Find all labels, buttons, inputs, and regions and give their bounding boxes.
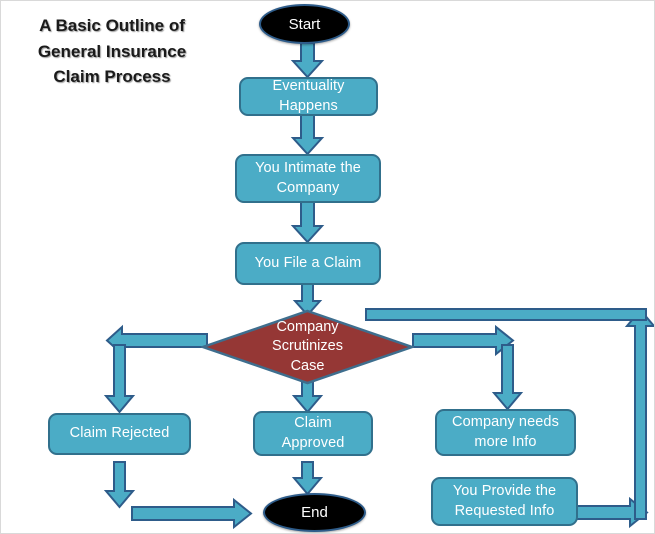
connector-scrutinize-to-rejected-horizontal <box>105 324 208 357</box>
connector-rejected-down <box>103 461 136 509</box>
title-line-1: A Basic Outline of <box>39 16 185 35</box>
node-you-intimate-the-company[interactable]: You Intimate the Company <box>235 154 381 203</box>
title-line-2: General Insurance <box>37 41 187 61</box>
connector-scrutinize-to-needs-info-horizontal <box>412 324 515 357</box>
connector-loop-up-and-left <box>624 308 654 520</box>
node-you-provide-the-requested-info-line-2: Requested Info <box>454 502 555 519</box>
node-claim-approved[interactable]: Claim Approved <box>253 411 373 456</box>
node-you-provide-the-requested-info-line-1: You Provide the <box>452 483 557 500</box>
node-company-scrutinizes-case-line-3: Case <box>290 357 325 374</box>
title-line-3: Claim Process <box>53 67 171 86</box>
connector-rejected-to-end-horizontal <box>131 497 253 530</box>
node-eventuality-happens[interactable]: Eventuality Happens <box>239 77 378 116</box>
node-claim-approved-line-2: Approved <box>281 434 345 451</box>
node-claim-approved-line-1: Claim <box>294 415 332 432</box>
connector-scrutinize-to-rejected-vertical <box>103 344 136 414</box>
page-title: A Basic Outline of General Insurance Cla… <box>7 13 217 90</box>
node-start-label: Start <box>288 15 321 33</box>
node-you-intimate-the-company-line-1: You Intimate the <box>255 160 361 177</box>
node-claim-rejected[interactable]: Claim Rejected <box>48 413 191 455</box>
node-you-provide-the-requested-info[interactable]: You Provide the Requested Info <box>431 477 578 526</box>
node-company-scrutinizes-case-line-1: Company <box>276 318 339 335</box>
connector-eventuality-to-intimate <box>290 114 325 156</box>
node-company-needs-more-info[interactable]: Company needs more Info <box>435 409 576 456</box>
node-company-scrutinizes-case[interactable]: Company Scrutinizes Case <box>201 309 414 385</box>
node-eventuality-happens-line-2: Happens <box>279 97 338 114</box>
node-company-scrutinizes-case-line-2: Scrutinizes <box>272 338 343 355</box>
node-end[interactable]: End <box>263 493 366 532</box>
node-you-intimate-the-company-line-2: Company <box>276 179 340 196</box>
connector-scrutinize-to-needs-info-vertical <box>491 344 524 411</box>
connector-intimate-to-file-claim <box>290 201 325 244</box>
node-you-file-a-claim-label: You File a Claim <box>254 254 362 271</box>
connector-start-to-eventuality <box>290 42 325 79</box>
node-claim-rejected-label: Claim Rejected <box>69 425 170 442</box>
node-company-needs-more-info-line-2: more Info <box>474 433 537 450</box>
connector-approved-to-end <box>291 461 324 496</box>
node-company-needs-more-info-line-1: Company needs <box>452 414 559 431</box>
node-start[interactable]: Start <box>259 4 350 44</box>
node-eventuality-happens-line-1: Eventuality <box>272 78 345 95</box>
connector-provide-info-to-loop-right <box>569 496 649 529</box>
node-end-label: End <box>301 504 328 521</box>
node-you-file-a-claim[interactable]: You File a Claim <box>235 242 381 285</box>
